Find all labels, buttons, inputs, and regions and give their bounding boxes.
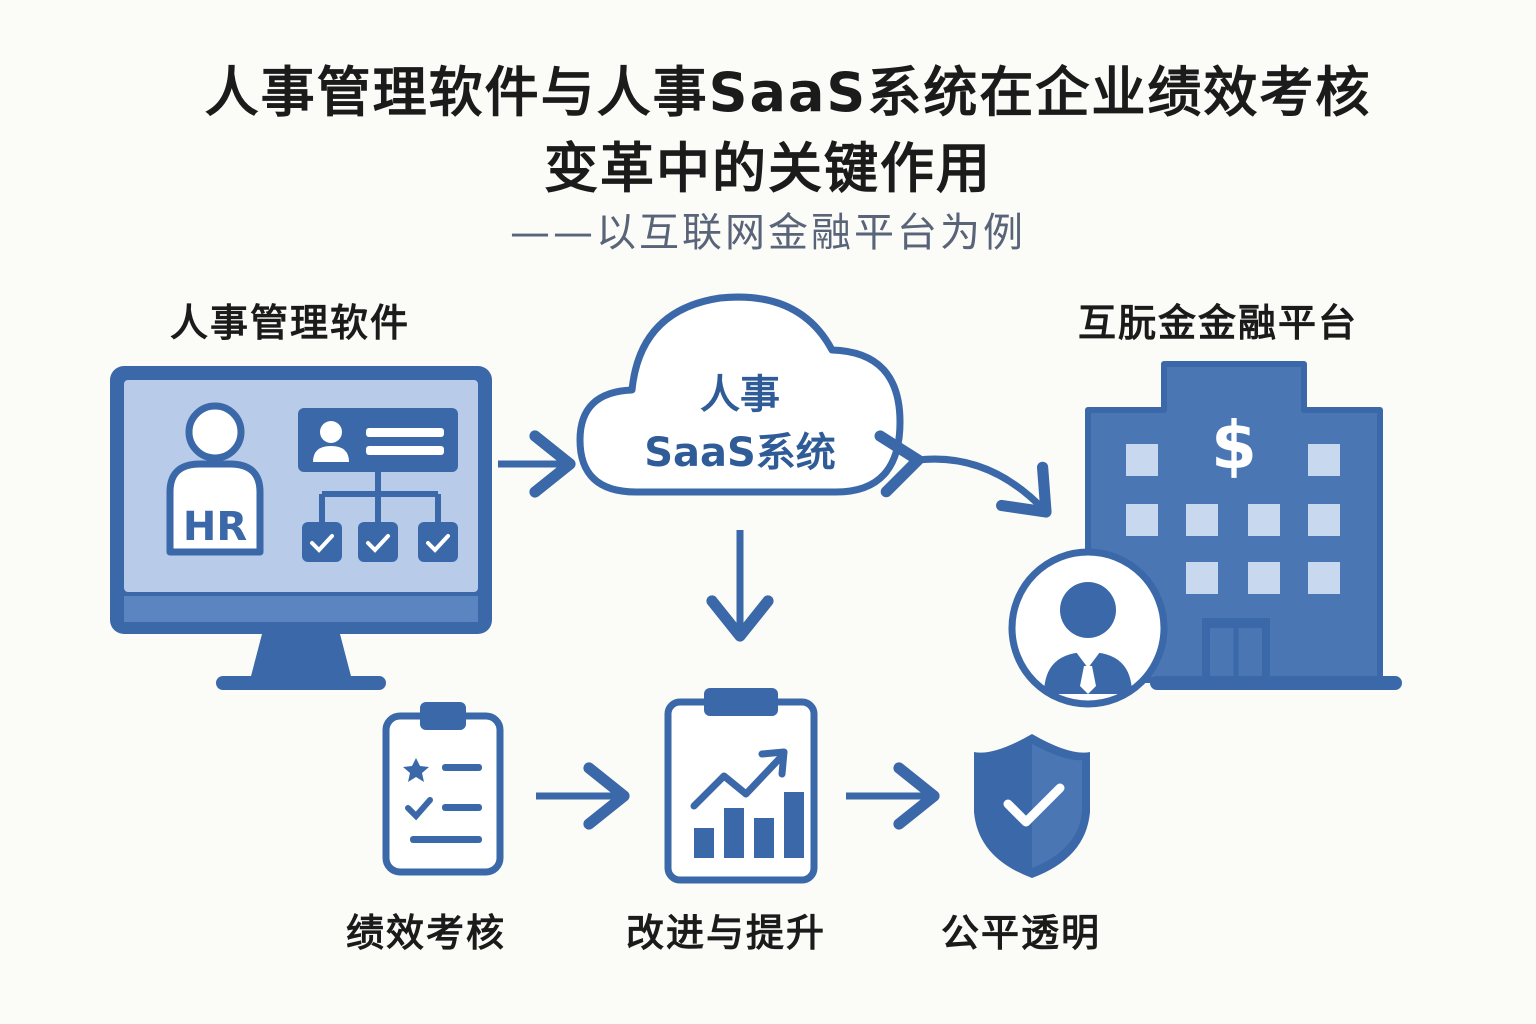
title-line-2: 变革中的关键作用 bbox=[544, 137, 992, 200]
hr-software-label: 人事管理软件 bbox=[170, 301, 411, 345]
cloud-icon bbox=[576, 293, 904, 496]
improvement-label: 改进与提升 bbox=[626, 911, 827, 955]
subtitle: ——以互联网金融平台为例 bbox=[510, 210, 1026, 256]
arrow-saas-finance bbox=[874, 430, 1052, 518]
clipboard-chart-icon bbox=[664, 688, 818, 884]
saas-cloud-line-2: SaaS系统 bbox=[644, 430, 836, 476]
hr-badge: HR bbox=[183, 504, 247, 550]
employee-avatar-icon bbox=[1008, 548, 1168, 708]
performance-label: 绩效考核 bbox=[346, 911, 507, 955]
org-chart-icon bbox=[298, 408, 458, 562]
clipboard-checklist-icon bbox=[382, 702, 504, 876]
title-line-1: 人事管理软件与人事SaaS系统在企业绩效考核 bbox=[204, 61, 1372, 124]
dollar-sign-icon: $ bbox=[1211, 407, 1257, 484]
fairness-label: 公平透明 bbox=[941, 911, 1102, 955]
shield-check-icon bbox=[974, 734, 1090, 878]
hr-person-icon: HR bbox=[166, 402, 264, 556]
finance-platform-label: 互朊金金融平台 bbox=[1078, 301, 1359, 345]
saas-cloud-line-1: 人事 bbox=[700, 372, 780, 418]
